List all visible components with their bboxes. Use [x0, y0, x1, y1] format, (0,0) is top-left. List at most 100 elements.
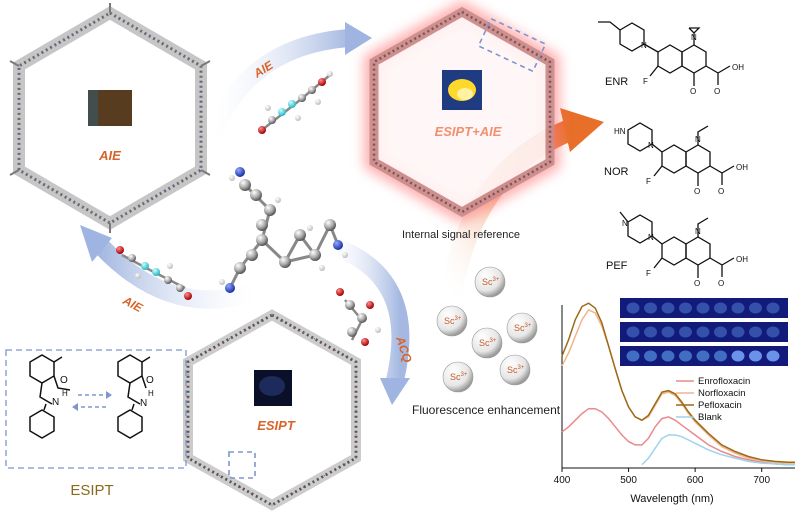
svg-text:N: N — [695, 135, 701, 144]
well — [766, 302, 780, 314]
well — [714, 350, 727, 362]
atom-h-left: H — [62, 389, 68, 398]
well — [714, 326, 727, 338]
svg-text:Sc3+: Sc3+ — [482, 277, 500, 287]
molecule-pef-labels: N N N F O O OH — [622, 219, 748, 288]
label-pef: PEF — [606, 260, 628, 272]
label-fluorescence: Fluorescence enhancement — [412, 403, 561, 417]
label-esipt-box: ESIPT — [70, 482, 113, 499]
svg-text:F: F — [646, 177, 651, 186]
chart-series — [561, 302, 795, 466]
atom-h-right: H — [148, 389, 154, 398]
cof-hexagon-esipt — [183, 309, 361, 511]
svg-text:N: N — [695, 227, 701, 236]
chart-series-line-blank — [641, 434, 795, 466]
molecule-enr — [598, 21, 731, 86]
well — [626, 302, 640, 314]
svg-text:O: O — [694, 279, 700, 288]
molecule-nor — [627, 122, 735, 186]
chart-series-line-enrofloxacin — [561, 407, 795, 466]
sc-ion: Sc3+ — [436, 305, 468, 337]
svg-text:Sc3+: Sc3+ — [479, 338, 497, 348]
label-aie-center: AIE — [98, 148, 121, 163]
svg-text:O: O — [718, 187, 724, 196]
well — [644, 350, 657, 362]
well — [766, 350, 780, 362]
well — [731, 350, 745, 362]
molecule-enr-labels: N N F O O OH — [641, 33, 744, 96]
arrow-aie-top — [206, 22, 372, 139]
well — [749, 302, 762, 314]
chart-series-line-pefloxacin — [561, 302, 795, 463]
well — [731, 326, 745, 338]
svg-text:F: F — [646, 269, 651, 278]
svg-text:O: O — [718, 279, 724, 288]
svg-text:N: N — [648, 233, 654, 242]
label-internal-signal: Internal signal reference — [402, 229, 520, 241]
sc-ion: Sc3+ — [442, 361, 474, 393]
well — [696, 326, 710, 338]
svg-text:Sc3+: Sc3+ — [507, 365, 525, 375]
esipt-mechanism-box: O N H O N H — [5, 349, 187, 469]
molecule-left-aie — [116, 246, 192, 300]
label-aie-arrow-left: AIE — [120, 293, 146, 316]
svg-text:N: N — [648, 141, 654, 150]
well — [626, 350, 640, 362]
legend-label: Pefloxacin — [698, 400, 742, 411]
dashed-highlight-box — [477, 17, 547, 73]
svg-text:F: F — [643, 77, 648, 86]
svg-text:O: O — [690, 87, 696, 96]
label-nor: NOR — [604, 166, 629, 178]
well — [766, 326, 780, 338]
sc-ion: Sc3+ — [499, 354, 531, 386]
cof-hexagon-aie — [9, 3, 211, 233]
chart-x-tick-label: 400 — [554, 475, 571, 486]
well — [749, 326, 762, 338]
atom-o-right: O — [146, 375, 154, 386]
well-plate-photos — [620, 298, 788, 366]
atom-o-left: O — [60, 375, 68, 386]
molecule-pef — [619, 211, 735, 278]
svg-text:O: O — [714, 87, 720, 96]
svg-text:Sc3+: Sc3+ — [450, 372, 468, 382]
svg-text:OH: OH — [732, 63, 744, 72]
svg-text:N: N — [622, 219, 628, 228]
svg-text:OH: OH — [736, 163, 748, 172]
chart-x-tick-label: 600 — [687, 475, 704, 486]
label-esipt-center: ESIPT — [257, 418, 296, 433]
cof-nodes — [9, 3, 211, 233]
legend-label: Blank — [698, 412, 722, 423]
well — [714, 302, 727, 314]
sc-ion: Sc3+ — [506, 312, 538, 344]
well — [749, 350, 762, 362]
svg-text:OH: OH — [736, 255, 748, 264]
atom-n-left: N — [52, 397, 59, 408]
atom-n-right: N — [140, 398, 147, 409]
label-enr: ENR — [605, 76, 628, 88]
cof-hexagon-esipt-aie — [364, 0, 560, 224]
well — [644, 302, 657, 314]
legend-label: Norfloxacin — [698, 388, 746, 399]
label-esipt-aie: ESIPT+AIE — [435, 124, 502, 139]
dashed-highlight-box-small — [228, 451, 256, 479]
well — [644, 326, 657, 338]
sc-ion-cluster: Sc3+ Sc3+ Sc3+ Sc3+ Sc3+ Sc3+ — [436, 266, 538, 393]
svg-text:O: O — [694, 187, 700, 196]
sc-ion: Sc3+ — [474, 266, 506, 298]
svg-text:N: N — [641, 41, 647, 50]
molecule-acq — [336, 288, 381, 346]
well — [661, 350, 675, 362]
arrow-acq — [321, 236, 410, 405]
molecule-nor-labels: HN N N F O O OH — [614, 127, 748, 196]
svg-text:Sc3+: Sc3+ — [444, 316, 462, 326]
legend-label: Enrofloxacin — [698, 376, 750, 387]
arrow-aie-left — [80, 225, 264, 309]
svg-text:HN: HN — [614, 127, 626, 136]
chart-x-tick-label: 700 — [753, 475, 770, 486]
well — [696, 350, 710, 362]
well — [696, 302, 710, 314]
